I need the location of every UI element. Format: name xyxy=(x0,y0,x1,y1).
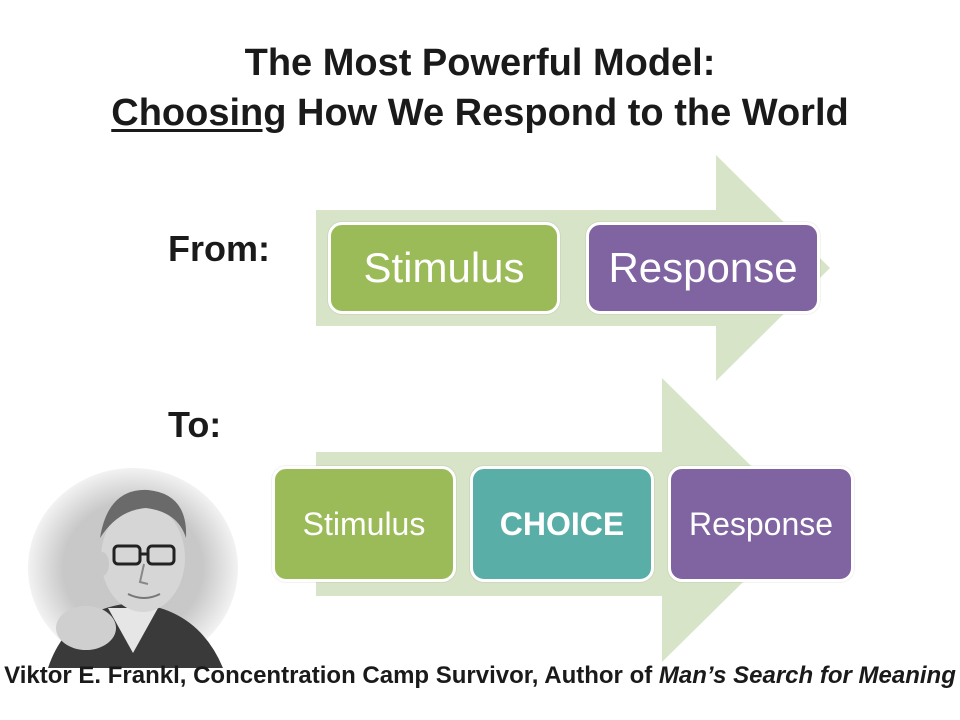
from-response-box: Response xyxy=(586,222,820,314)
to-label: To: xyxy=(168,404,222,445)
to-choice-box: CHOICE xyxy=(470,466,654,582)
from-arrow-shape xyxy=(316,155,830,381)
to-choice-label: CHOICE xyxy=(499,505,625,542)
from-stimulus-box: Stimulus xyxy=(328,222,560,314)
from-stimulus-label: Stimulus xyxy=(363,244,525,291)
title-line-2: Choosing How We Respond to the World xyxy=(0,88,960,138)
to-response-box: Response xyxy=(668,466,854,582)
portrait-photo xyxy=(28,468,238,668)
title-line-2-rest: How We Respond to the World xyxy=(286,92,849,134)
title-line-1: The Most Powerful Model: xyxy=(244,42,716,84)
title-underlined-word: Choosing xyxy=(111,92,287,134)
from-response-label: Response xyxy=(608,244,798,291)
caption-book-title: Man’s Search for Meaning xyxy=(658,662,956,689)
to-stimulus-label: Stimulus xyxy=(302,505,426,542)
to-response-label: Response xyxy=(688,505,834,542)
slide-title: The Most Powerful Model: Choosing How We… xyxy=(0,38,960,138)
from-label: From: xyxy=(168,228,270,269)
photo-caption: Viktor E. Frankl, Concentration Camp Sur… xyxy=(0,662,960,690)
to-stimulus-box: Stimulus xyxy=(272,466,456,582)
caption-text: Viktor E. Frankl, Concentration Camp Sur… xyxy=(4,662,659,689)
